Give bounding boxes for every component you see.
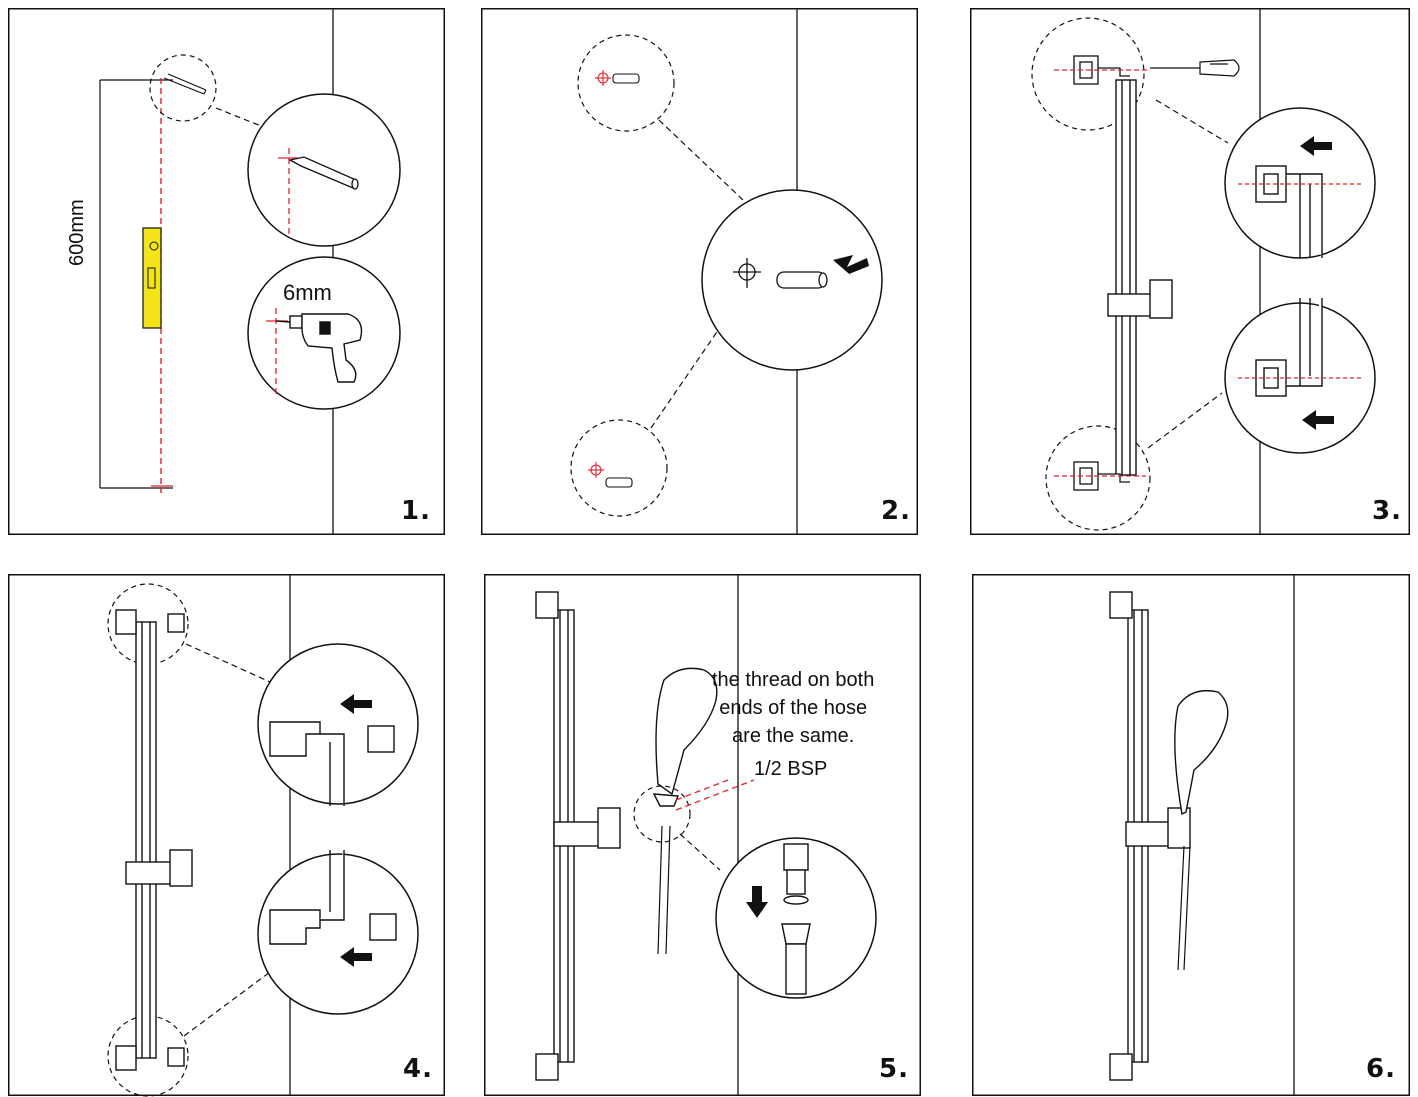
- step-4-illustration: [8, 574, 445, 1097]
- pencil-icon: [163, 73, 207, 95]
- hand-shower-icon: [1174, 689, 1229, 816]
- step-2-panel: 2.: [481, 8, 918, 535]
- slide-rail-icon: [535, 591, 621, 1081]
- arrow-icon: [340, 947, 372, 967]
- thread-size-label: 1/2 BSP: [754, 758, 828, 780]
- arrow-icon: [1302, 410, 1334, 430]
- step-number: 5.: [879, 1054, 909, 1084]
- step-3-illustration: [970, 8, 1410, 535]
- slide-rail-icon: [1107, 79, 1173, 476]
- step-4-panel: 4.: [8, 574, 445, 1097]
- arrow-icon: [340, 694, 372, 714]
- spirit-level-icon: [142, 227, 162, 329]
- step-3-panel: 3.: [970, 8, 1410, 535]
- step-number: 4.: [403, 1054, 433, 1084]
- hose-icon: [1177, 845, 1191, 971]
- hand-shower-icon: [652, 667, 718, 807]
- pencil-icon: [288, 156, 359, 190]
- washer-icon: [781, 843, 811, 995]
- step-number: 3.: [1372, 496, 1402, 526]
- step-1-illustration: [8, 8, 445, 535]
- step-6-panel: 6.: [972, 574, 1410, 1096]
- step-number: 6.: [1366, 1054, 1396, 1084]
- slide-rail-icon: [1109, 591, 1191, 1081]
- step-number: 2.: [881, 496, 911, 526]
- dimension-line: [99, 79, 173, 489]
- wall-plug-icon: [595, 70, 640, 86]
- step-2-illustration: [481, 8, 918, 535]
- step-1-panel: 600mm 6mm 1.: [8, 8, 445, 535]
- note-line: the thread on both: [712, 669, 875, 691]
- step-6-illustration: [972, 574, 1410, 1096]
- arrow-icon: [1300, 136, 1332, 156]
- note-line: are the same.: [732, 725, 855, 747]
- wall-plug-icon: [733, 258, 828, 289]
- note-line: ends of the hose: [719, 697, 868, 719]
- arrow-down-icon: [746, 886, 768, 918]
- measure-label: 600mm: [66, 199, 88, 266]
- drill-icon: [275, 313, 363, 383]
- drill-size-label: 6mm: [283, 280, 332, 305]
- step-5-illustration: [484, 574, 921, 1096]
- step-number: 1.: [401, 496, 431, 526]
- screwdriver-icon: [1150, 59, 1240, 77]
- step-5-panel: the thread on both ends of the hose are …: [484, 574, 921, 1096]
- hose-thread-note: the thread on both ends of the hose are …: [712, 666, 874, 750]
- slide-rail-icon: [115, 609, 193, 1071]
- arrow-icon: [833, 255, 869, 279]
- bracket-cover-icon: [269, 721, 397, 945]
- hose-icon: [657, 825, 671, 955]
- wall-plug-icon: [588, 462, 633, 488]
